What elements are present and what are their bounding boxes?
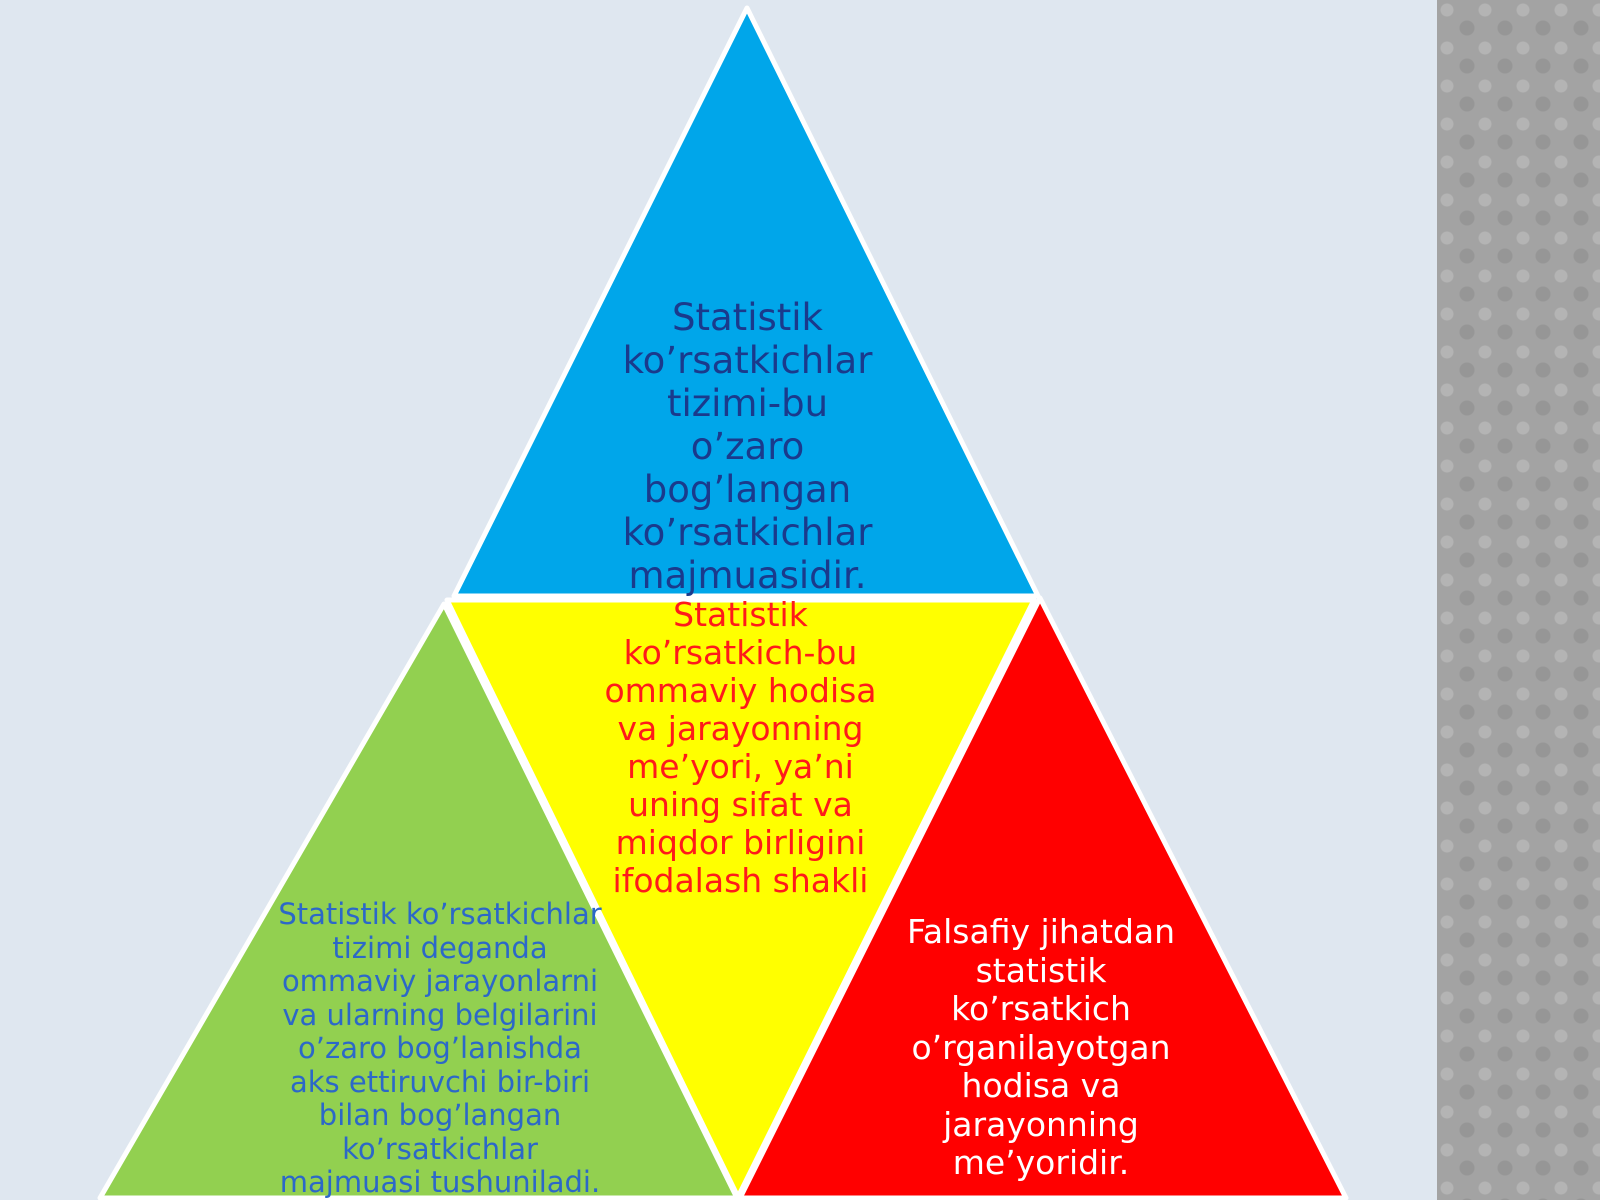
top-section-text: Statistik ko’rsatkichlar tizimi-bu o’zar… (622, 296, 873, 597)
top-triangle (451, 5, 1041, 599)
left-section-text: Statistik ko’rsatkichlar tizimi deganda … (278, 897, 602, 1199)
left-triangle (97, 601, 740, 1200)
right-section-text: Falsafiy jihatdan statistik ko’rsatkich … (906, 912, 1176, 1182)
right-triangle (737, 595, 1349, 1200)
textured-sidebar (1437, 0, 1600, 1200)
middle-inverted-triangle (444, 597, 1037, 1200)
pyramid-diagram (97, 5, 1349, 1200)
middle-section-text: Statistik ko’rsatkich-bu ommaviy hodisa … (604, 595, 877, 900)
